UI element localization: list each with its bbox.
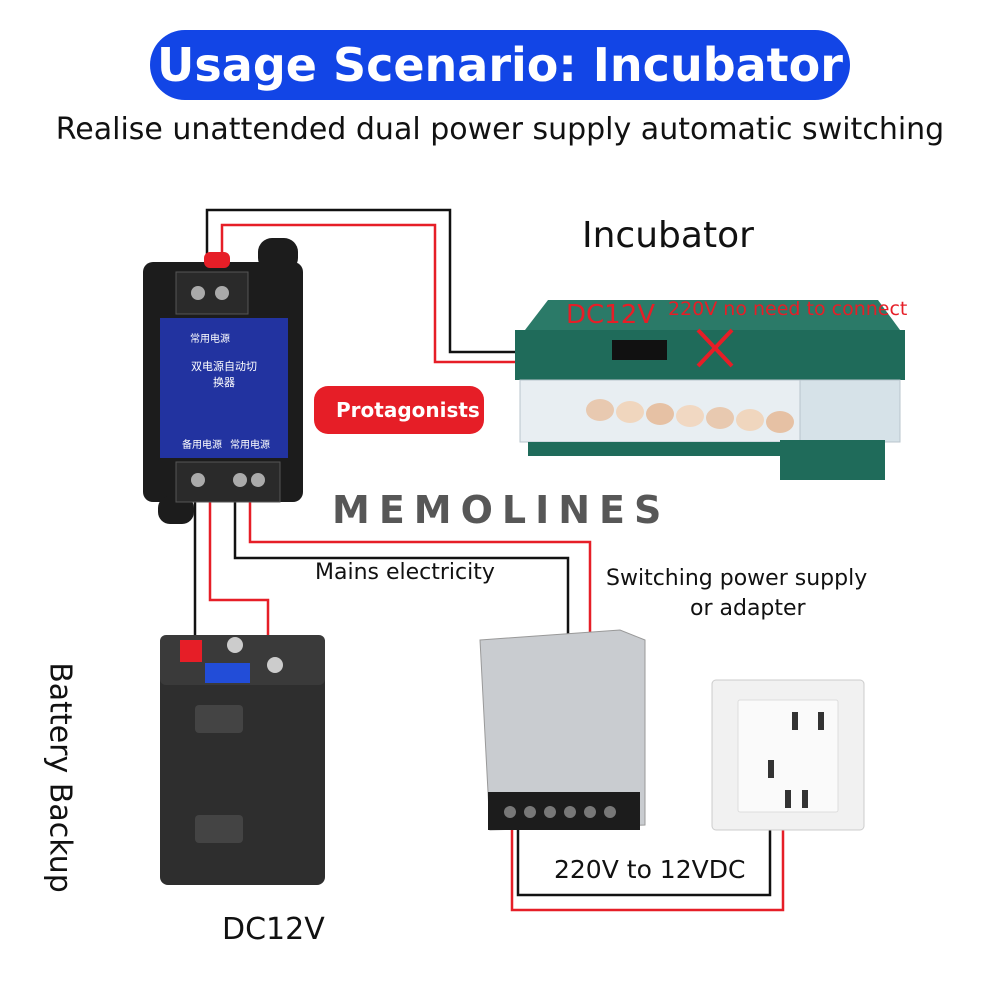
device-top-label: 常用电源 xyxy=(190,334,230,345)
no-connect-label: 220V no need to connect xyxy=(668,298,908,320)
psu-label-line2: or adapter xyxy=(690,596,806,621)
conversion-label: 220V to 12VDC xyxy=(554,855,746,884)
wire-black-top xyxy=(205,208,600,354)
wire-black-ac xyxy=(516,830,772,897)
device-bottom-left-label: 备用电源 xyxy=(182,440,222,451)
psu-label-line1: Switching power supply xyxy=(606,566,868,591)
psu-terminals xyxy=(504,806,616,818)
page-title: Usage Scenario: Incubator xyxy=(157,38,843,92)
incubator-label: Incubator xyxy=(582,215,754,256)
mains-label: Mains electricity xyxy=(315,560,495,585)
page-subtitle: Realise unattended dual power supply aut… xyxy=(55,112,945,147)
wire-red-top xyxy=(220,223,600,364)
incubator-dc12v-label: DC12V xyxy=(566,300,656,330)
title-banner: Usage Scenario: Incubator xyxy=(150,30,850,100)
cross-mark-icon xyxy=(696,328,734,368)
watermark: MEMOLINES xyxy=(332,488,671,532)
device-bottom-right-label: 常用电源 xyxy=(230,440,270,451)
battery-backup-label: Battery Backup xyxy=(42,662,78,893)
device-main-label: 双电源自动切换器 xyxy=(191,360,257,389)
power-supply xyxy=(479,629,646,831)
protagonists-tag: Protagonists xyxy=(314,386,484,434)
battery-dc12v-label: DC12V xyxy=(222,912,325,947)
wire-red-ac xyxy=(510,830,785,912)
egg-row xyxy=(586,399,794,433)
protagonists-label: Protagonists xyxy=(336,398,480,422)
battery xyxy=(160,635,325,885)
dual-power-switch xyxy=(143,238,303,524)
wall-socket xyxy=(711,679,865,831)
wire-red-battery xyxy=(208,490,270,660)
